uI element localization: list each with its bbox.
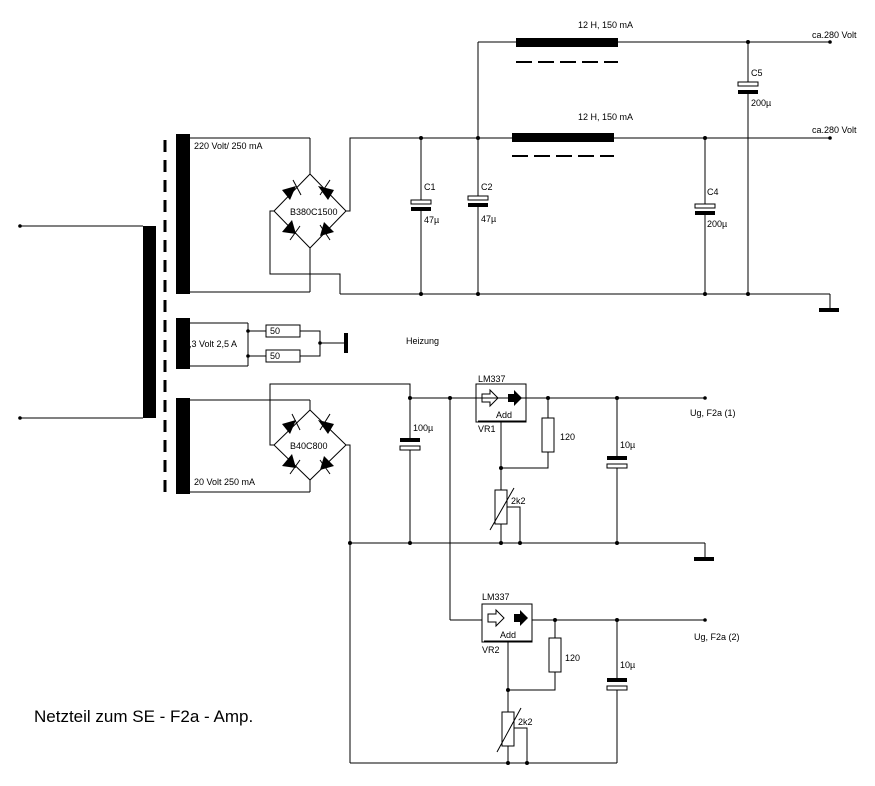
choke-mid: 12 H, 150 mA ca.280 Volt xyxy=(512,112,857,157)
heater-label: Heizung xyxy=(406,336,439,346)
hv-bridge-rectifier: B380C1500 xyxy=(269,137,830,294)
lv-secondary-label: 20 Volt 250 mA xyxy=(194,477,255,487)
vr2-chip: LM337 xyxy=(482,592,510,602)
vr1-r-value: 120 xyxy=(560,432,575,442)
lv-bridge-label: B40C800 xyxy=(290,441,328,451)
choke-top-label: 12 H, 150 mA xyxy=(578,20,633,30)
cap-lv-filter: 100µ xyxy=(399,398,433,543)
heater-secondary-label: 6,3 Volt 2,5 A xyxy=(184,339,237,349)
cap-c4: C4 200µ xyxy=(694,138,727,296)
c1-name: C1 xyxy=(424,182,436,192)
c4-name: C4 xyxy=(707,187,719,197)
primary-winding xyxy=(18,224,156,420)
c2-value: 47µ xyxy=(481,214,496,224)
c4-value: 200µ xyxy=(707,219,727,229)
cap-c5: C5 200µ xyxy=(737,42,771,296)
lv-filter-value: 100µ xyxy=(413,423,433,433)
ground-symbol-lv xyxy=(694,557,714,561)
out2-cap-value: 10µ xyxy=(620,660,635,670)
hv-secondary: 220 Volt/ 250 mA xyxy=(176,134,310,294)
output-ug2-label: Ug, F2a (2) xyxy=(694,632,740,642)
choke-top: 12 H, 150 mA ca.280 Volt xyxy=(478,20,857,63)
out1-cap-value: 10µ xyxy=(620,440,635,450)
regulator-vr1: LM337 Add VR1 120 2k2 10µ Ug, F2a (1) xyxy=(448,374,736,620)
vr1-chip: LM337 xyxy=(478,374,506,384)
regulator-vr2: LM337 Add VR2 120 2k2 10µ Ug, F2a (2) xyxy=(350,592,740,765)
vr2-pin: Add xyxy=(500,630,516,640)
vr2-pot-value: 2k2 xyxy=(518,717,533,727)
heater-r2-value: 50 xyxy=(270,351,280,361)
output-ug1-label: Ug, F2a (1) xyxy=(690,408,736,418)
vr1-name: VR1 xyxy=(478,424,496,434)
output-hv2-label: ca.280 Volt xyxy=(812,125,857,135)
vr1-pin: Add xyxy=(496,410,512,420)
heater-secondary: 6,3 Volt 2,5 A 50 50 Heizung xyxy=(176,318,439,369)
c1-value: 47µ xyxy=(424,215,439,225)
vr2-name: VR2 xyxy=(482,645,500,655)
vr1-pot-value: 2k2 xyxy=(511,496,526,506)
vr2-r-value: 120 xyxy=(565,653,580,663)
c5-value: 200µ xyxy=(751,98,771,108)
cap-c1: C1 47µ xyxy=(410,136,439,296)
hv-bridge-label: B380C1500 xyxy=(290,207,338,217)
output-hv1-label: ca.280 Volt xyxy=(812,30,857,40)
c2-name: C2 xyxy=(481,182,493,192)
diagram-title: Netzteil zum SE - F2a - Amp. xyxy=(34,707,253,726)
choke-mid-label: 12 H, 150 mA xyxy=(578,112,633,122)
lv-bridge-rectifier: B40C800 xyxy=(269,383,411,763)
cap-c2: C2 47µ xyxy=(467,42,496,296)
ground-symbol-hv xyxy=(819,308,839,312)
lv-secondary: 20 Volt 250 mA xyxy=(176,398,310,494)
c5-name: C5 xyxy=(751,68,763,78)
heater-r1-value: 50 xyxy=(270,326,280,336)
hv-secondary-label: 220 Volt/ 250 mA xyxy=(194,141,263,151)
